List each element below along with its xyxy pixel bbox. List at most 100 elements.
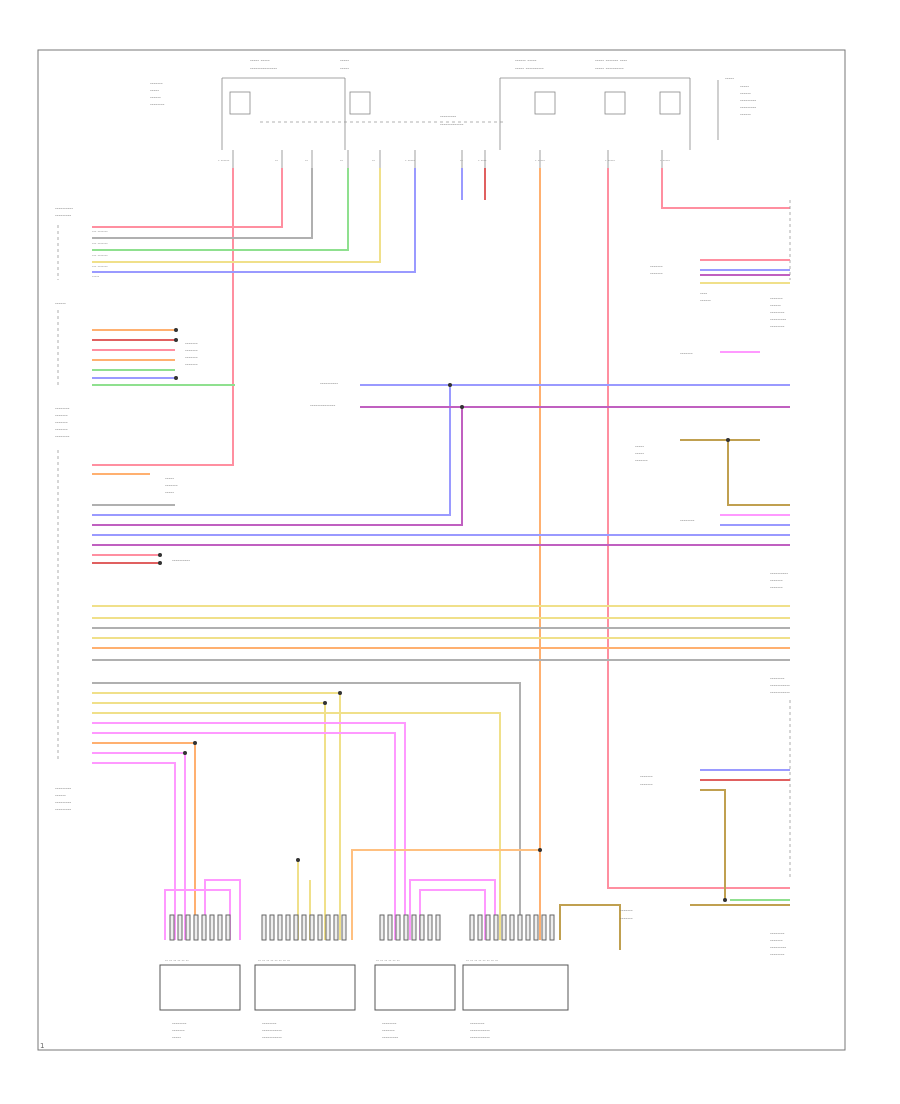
svg-text:-------: ------- xyxy=(770,585,783,591)
svg-text:-----------: ----------- xyxy=(770,683,790,689)
svg-text:------: ------ xyxy=(55,301,66,307)
fuse-box-left: ----- ----- --------------- ----- ----- … xyxy=(150,58,371,150)
svg-text:-------: ------- xyxy=(620,908,633,914)
svg-text:---------: --------- xyxy=(55,800,71,806)
svg-text:---------: --------- xyxy=(740,105,756,111)
svg-text:----- ------- ----: ----- ------- ---- xyxy=(595,58,627,64)
svg-text:----- ----------: ----- ---------- xyxy=(595,66,624,72)
page-number: 1 xyxy=(40,1042,44,1050)
svg-text:- -----: - ----- xyxy=(605,158,615,163)
svg-text:-----: ----- xyxy=(635,444,644,450)
svg-text:----- -----: ----- ----- xyxy=(250,58,270,64)
svg-text:-------: ------- xyxy=(185,362,198,368)
svg-text:---------------: --------------- xyxy=(250,66,277,72)
diagram-frame xyxy=(37,49,846,1051)
svg-text:--------: -------- xyxy=(172,1021,187,1027)
svg-text:--: -- xyxy=(372,158,375,163)
svg-text:--------: -------- xyxy=(770,310,785,316)
module-left-mid: ------ ------- ------- ------- ------- xyxy=(55,301,235,386)
svg-text:-------: ------- xyxy=(185,348,198,354)
svg-text:-----------: ----------- xyxy=(262,1035,282,1041)
svg-text:---------: --------- xyxy=(740,98,756,104)
svg-text:--------: -------- xyxy=(55,406,70,412)
svg-text:-- -- -- -- -- -- -- --: -- -- -- -- -- -- -- -- xyxy=(258,958,291,963)
svg-text:----------: ---------- xyxy=(55,206,73,212)
top-connector-pins: - ------ -- -- -- -- - ----- -- - ---- -… xyxy=(218,158,670,163)
svg-text:-----: ----- xyxy=(635,451,644,457)
svg-text:-------: ------- xyxy=(635,458,648,464)
svg-text:-----------: ----------- xyxy=(770,690,790,696)
svg-text:-------: ------- xyxy=(640,774,653,780)
svg-text:- -----: - ----- xyxy=(660,158,670,163)
svg-text:--: -- xyxy=(275,158,278,163)
svg-text:---------: --------- xyxy=(440,114,456,120)
svg-text:- ------: - ------ xyxy=(218,158,230,163)
svg-text:---------: --------- xyxy=(55,213,71,219)
svg-text:-------: ------- xyxy=(770,938,783,944)
svg-text:-----------: ----------- xyxy=(470,1028,490,1034)
svg-text:-----: ----- xyxy=(340,66,349,72)
svg-text:--------: -------- xyxy=(262,1021,277,1027)
svg-text:- ----: - ---- xyxy=(478,158,487,163)
svg-text:-------: ------- xyxy=(185,341,198,347)
svg-text:-----: ----- xyxy=(340,58,349,64)
svg-text:--------: -------- xyxy=(770,676,785,682)
svg-text:-----: ----- xyxy=(725,76,734,82)
svg-text:-----: ----- xyxy=(740,84,749,90)
svg-text:-------: ------- xyxy=(165,483,178,489)
svg-text:---------: --------- xyxy=(382,1035,398,1041)
svg-text:------: ------ xyxy=(740,112,751,118)
svg-text:-----------: ----------- xyxy=(262,1028,282,1034)
svg-text:------: ------ xyxy=(150,95,161,101)
svg-text:---------: --------- xyxy=(55,786,71,792)
svg-text:---------: --------- xyxy=(55,807,71,813)
svg-text:-----: ----- xyxy=(150,88,159,94)
svg-text:------: ------ xyxy=(740,91,751,97)
svg-text:-------: ------- xyxy=(680,351,693,357)
svg-text:-------: ------- xyxy=(172,1028,185,1034)
svg-text:----------: ---------- xyxy=(770,571,788,577)
svg-text:--: -- xyxy=(340,158,343,163)
svg-text:-------: ------- xyxy=(55,427,68,433)
splice-points xyxy=(158,328,730,902)
svg-text:--- -------: --- ------- xyxy=(92,264,108,269)
svg-text:--- -------: --- ------- xyxy=(92,241,108,246)
svg-text:------: ------ xyxy=(55,793,66,799)
right-modules: ------- ------- ---- ------ ------- ----… xyxy=(310,200,791,958)
svg-text:-------: ------- xyxy=(185,355,198,361)
svg-text:--------: -------- xyxy=(770,931,785,937)
svg-text:-------: ------- xyxy=(382,1028,395,1034)
svg-text:-----: ----- xyxy=(92,274,100,279)
fuse-box-right: ------ ----- ----- ---------- ----- ----… xyxy=(499,58,756,150)
svg-text:---------: --------- xyxy=(770,945,786,951)
svg-text:--------: -------- xyxy=(680,518,695,524)
svg-text:-------: ------- xyxy=(620,916,633,922)
svg-text:--------: -------- xyxy=(470,1021,485,1027)
lower-harness-wires xyxy=(164,849,621,950)
svg-text:----: ---- xyxy=(700,291,707,297)
svg-text:-----: ----- xyxy=(172,1035,181,1041)
svg-text:-------: ------- xyxy=(770,578,783,584)
svg-text:----- ----------: ----- ---------- xyxy=(515,66,544,72)
svg-text:--- -------: --- ------- xyxy=(92,229,108,234)
svg-text:-------: ------- xyxy=(55,413,68,419)
lower-connectors: -- -- -- -- -- -- -- -- -- -- -- -- -- -… xyxy=(159,914,569,1041)
svg-text:--------: -------- xyxy=(55,434,70,440)
svg-text:--------: -------- xyxy=(770,952,785,958)
svg-text:----------: ---------- xyxy=(320,381,338,387)
svg-text:-- -- -- -- -- --: -- -- -- -- -- -- xyxy=(376,958,400,963)
svg-text:----------: ---------- xyxy=(172,558,190,564)
svg-text:- -----: - ----- xyxy=(405,158,415,163)
svg-text:-------: ------- xyxy=(150,81,163,87)
svg-text:--- -------: --- ------- xyxy=(92,253,108,258)
svg-text:--------: -------- xyxy=(770,324,785,330)
svg-text:------: ------ xyxy=(700,298,711,304)
svg-text:------: ------ xyxy=(770,303,781,309)
svg-text:-------------: ------------- xyxy=(440,122,464,128)
module-left-large: -------- ------- ------- ------- -------… xyxy=(55,385,790,940)
svg-text:--: -- xyxy=(305,158,308,163)
svg-text:-------: ------- xyxy=(770,296,783,302)
svg-text:-- -- -- -- -- -- -- --: -- -- -- -- -- -- -- -- xyxy=(466,958,499,963)
